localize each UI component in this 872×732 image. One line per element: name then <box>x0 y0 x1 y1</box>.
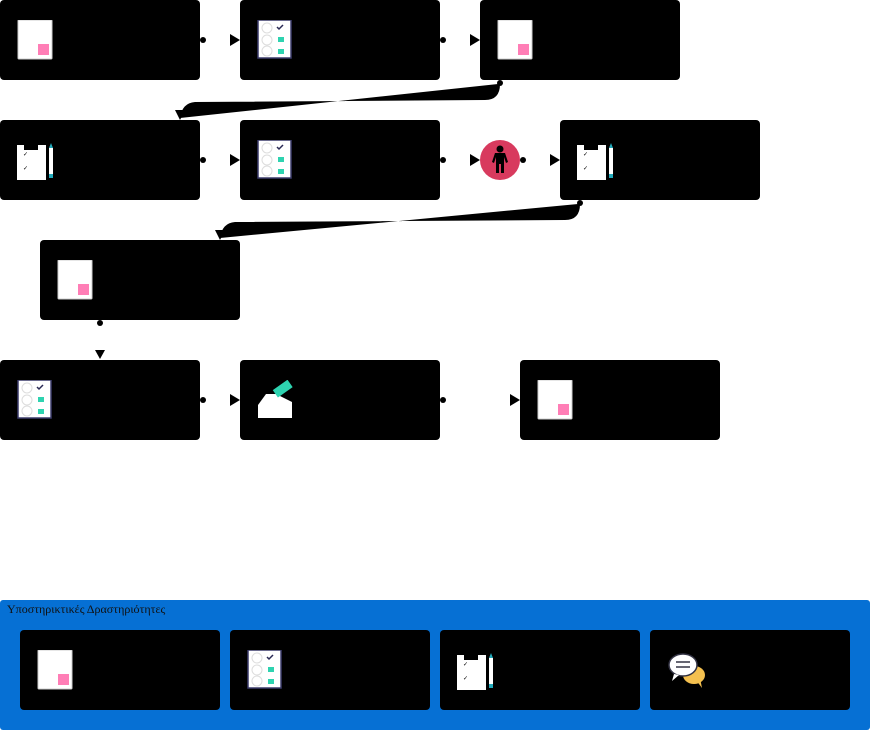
chat-icon <box>666 650 706 690</box>
clipboard-icon: ✓✓ <box>456 650 496 690</box>
process-node[interactable] <box>240 120 440 200</box>
checklist-icon <box>16 379 56 420</box>
svg-text:✓: ✓ <box>23 166 28 172</box>
document-icon <box>496 19 536 60</box>
svg-text:✓: ✓ <box>463 676 468 682</box>
process-node[interactable]: ✓✓ <box>0 120 200 200</box>
document-icon <box>56 259 96 300</box>
process-node[interactable] <box>240 360 440 440</box>
svg-text:✓: ✓ <box>583 166 588 172</box>
hand-card-icon <box>256 379 296 420</box>
connectors <box>95 34 583 406</box>
document-icon <box>16 19 56 60</box>
document-icon <box>536 379 576 420</box>
svg-text:✓: ✓ <box>583 152 588 158</box>
process-node[interactable] <box>40 240 240 320</box>
clipboard-icon: ✓✓ <box>576 140 616 180</box>
checklist-icon <box>246 649 286 690</box>
process-node[interactable] <box>480 0 680 80</box>
process-node[interactable] <box>240 0 440 80</box>
support-activity-card[interactable]: ✓✓ <box>440 630 640 710</box>
checklist-icon <box>256 19 296 60</box>
support-activity-card[interactable] <box>230 630 430 710</box>
svg-text:✓: ✓ <box>23 152 28 158</box>
process-node[interactable] <box>0 0 200 80</box>
support-activity-card[interactable] <box>650 630 850 710</box>
checklist-icon <box>256 139 296 180</box>
person-icon <box>492 145 508 173</box>
support-activity-card[interactable] <box>20 630 220 710</box>
document-icon <box>36 649 76 690</box>
process-node[interactable] <box>520 360 720 440</box>
process-node[interactable]: ✓✓ <box>560 120 760 200</box>
support-activities-title: Υποστηρικτικές Δραστηριότητες <box>7 602 166 616</box>
actor-circle[interactable] <box>480 140 520 180</box>
svg-text:✓: ✓ <box>463 662 468 668</box>
support-activities-panel: Υποστηρικτικές Δραστηριότητες ✓✓ <box>0 600 870 730</box>
process-node[interactable] <box>0 360 200 440</box>
clipboard-icon: ✓✓ <box>16 140 56 180</box>
